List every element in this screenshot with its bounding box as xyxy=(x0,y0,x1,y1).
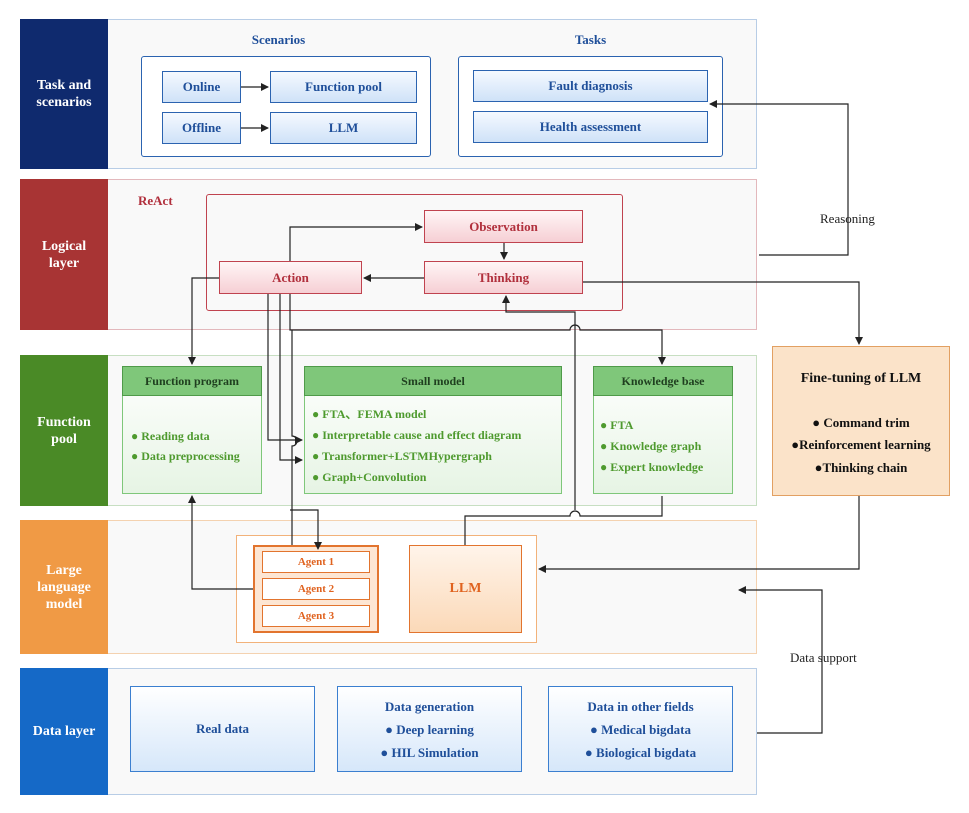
real-data-box: Real data xyxy=(130,686,315,772)
llm-layer-label: Large language model xyxy=(20,520,108,654)
task-layer-label: Task and scenarios xyxy=(20,19,108,169)
knowledge-item-1: ● FTA xyxy=(600,418,634,432)
finetune-item-1: ● Command trim xyxy=(812,415,910,430)
function-layer-label: Function pool xyxy=(20,355,108,506)
data-other-item-1: ● Medical bigdata xyxy=(589,722,692,737)
data-generation-item-2: ● HIL Simulation xyxy=(380,745,479,760)
function-program-item-1: ● Reading data xyxy=(131,429,210,443)
finetune-item-2: ●Reinforcement learning xyxy=(791,437,931,452)
small-model-item-1: ● FTA、FEMA model xyxy=(312,407,427,421)
data-other-fields-box: Data in other fields ● Medical bigdata ●… xyxy=(548,686,733,772)
action-to-observation-arrow xyxy=(289,223,423,261)
function-program-title: Function program xyxy=(122,366,262,396)
react-label: ReAct xyxy=(138,193,173,208)
tasks-title: Tasks xyxy=(574,32,607,47)
offline-box: Offline xyxy=(162,112,241,144)
online-box: Online xyxy=(162,71,241,103)
action-to-small-model-arrow-2 xyxy=(279,294,303,464)
function-pool-box: Function pool xyxy=(270,71,417,103)
data-generation-box: Data generation ● Deep learning ● HIL Si… xyxy=(337,686,522,772)
react-panel xyxy=(206,194,623,311)
knowledge-to-thinking-arrow xyxy=(502,295,576,510)
llm-scenario-box: LLM xyxy=(270,112,417,144)
action-box: Action xyxy=(219,261,362,294)
small-model-item-2: ● Interpretable cause and effect diagram xyxy=(312,428,522,442)
action-to-small-model-arrow-1 xyxy=(267,294,303,444)
finetune-title: Fine-tuning of LLM xyxy=(800,371,922,386)
llm-to-knowledge-line xyxy=(464,496,663,545)
thinking-to-finetune-arrow xyxy=(583,281,863,345)
action-to-function-program-arrow xyxy=(188,277,219,365)
data-other-title: Data in other fields xyxy=(587,699,694,714)
knowledge-item-3: ● Expert knowledge xyxy=(600,460,704,474)
knowledge-item-2: ● Knowledge graph xyxy=(600,439,702,453)
data-generation-item-1: ● Deep learning xyxy=(385,722,474,737)
function-program-item-2: ● Data preprocessing xyxy=(131,449,240,463)
action-to-knowledge-arrow xyxy=(289,294,666,365)
agent-2-box: Agent 2 xyxy=(262,578,370,600)
llm-model-box: LLM xyxy=(409,545,522,633)
small-model-item-4: ● Graph+Convolution xyxy=(312,470,427,484)
data-other-item-2: ● Biological bigdata xyxy=(584,745,697,760)
agent-1-box: Agent 1 xyxy=(262,551,370,573)
thinking-box: Thinking xyxy=(424,261,583,294)
reasoning-arrow xyxy=(709,100,849,256)
data-support-label: Data support xyxy=(788,650,859,666)
agents-to-function-program-arrow xyxy=(188,495,253,590)
finetune-to-llm-arrow xyxy=(538,496,860,573)
finetune-item-3: ●Thinking chain xyxy=(814,460,908,475)
scenarios-title: Scenarios xyxy=(251,32,306,47)
function-to-agents-arrow xyxy=(290,509,322,550)
fault-diagnosis-box: Fault diagnosis xyxy=(473,70,708,102)
small-model-title: Small model xyxy=(304,366,562,396)
agent-3-box: Agent 3 xyxy=(262,605,370,627)
logical-band xyxy=(20,179,757,330)
data-generation-title: Data generation xyxy=(384,699,475,714)
logical-layer-label: Logical layer xyxy=(20,179,108,330)
agents-to-action-line xyxy=(291,330,298,545)
finetune-panel: Fine-tuning of LLM ● Command trim ●Reinf… xyxy=(772,346,950,496)
small-model-item-3: ● Transformer+LSTMHypergraph xyxy=(312,449,492,463)
data-support-arrow xyxy=(738,586,823,734)
health-assessment-box: Health assessment xyxy=(473,111,708,143)
observation-box: Observation xyxy=(424,210,583,243)
data-layer-label: Data layer xyxy=(20,668,108,795)
knowledge-base-title: Knowledge base xyxy=(593,366,733,396)
